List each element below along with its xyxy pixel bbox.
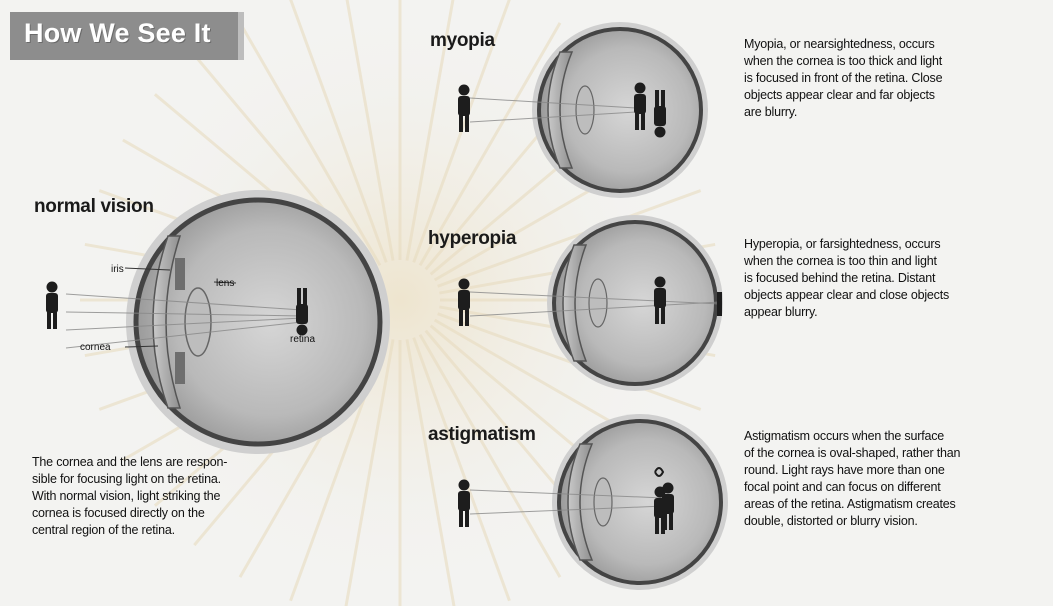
myopia-description-line: is focused in front of the retina. Close — [744, 70, 942, 87]
hyperopia-description-line: when the cornea is too thin and light — [744, 253, 949, 270]
astigmatism-description-line: areas of the retina. Astigmatism creates — [744, 496, 960, 513]
myopia-description: Myopia, or nearsightedness, occurs when … — [744, 36, 942, 121]
hyperopia-description-line: appear blurry. — [744, 304, 949, 321]
normal-vision-description: The cornea and the lens are respon- sibl… — [32, 454, 227, 539]
myopia-description-line: Myopia, or nearsightedness, occurs — [744, 36, 942, 53]
astigmatism-description-line: Astigmatism occurs when the surface — [744, 428, 960, 445]
hyperopia-description-line: objects appear clear and close objects — [744, 287, 949, 304]
iris-label: iris — [111, 264, 124, 275]
myopia-description-line: objects appear clear and far objects — [744, 87, 942, 104]
lens-label: lens — [216, 278, 234, 289]
normal-description-line: sible for focusing light on the retina. — [32, 471, 227, 488]
normal-description-line: The cornea and the lens are respon- — [32, 454, 227, 471]
normal-description-line: With normal vision, light striking the — [32, 488, 227, 505]
astigmatism-description-line: double, distorted or blurry vision. — [744, 513, 960, 530]
retina-label: retina — [290, 334, 315, 345]
astigmatism-description-line: round. Light rays have more than one — [744, 462, 960, 479]
cornea-label: cornea — [80, 342, 111, 353]
astigmatism-eye — [458, 414, 728, 590]
hyperopia-description: Hyperopia, or farsightedness, occurs whe… — [744, 236, 949, 321]
hyperopia-description-line: is focused behind the retina. Distant — [744, 270, 949, 287]
hyperopia-eye — [458, 215, 723, 391]
myopia-eye — [458, 22, 708, 198]
hyperopia-description-line: Hyperopia, or farsightedness, occurs — [744, 236, 949, 253]
normal-vision-eye — [46, 190, 390, 454]
myopia-description-line: are blurry. — [744, 104, 942, 121]
normal-description-line: central region of the retina. — [32, 522, 227, 539]
astigmatism-description: Astigmatism occurs when the surface of t… — [744, 428, 960, 530]
astigmatism-description-line: focal point and can focus on different — [744, 479, 960, 496]
normal-description-line: cornea is focused directly on the — [32, 505, 227, 522]
viewed-object-figure — [46, 282, 58, 330]
myopia-description-line: when the cornea is too thick and light — [744, 53, 942, 70]
astigmatism-description-line: of the cornea is oval-shaped, rather tha… — [744, 445, 960, 462]
